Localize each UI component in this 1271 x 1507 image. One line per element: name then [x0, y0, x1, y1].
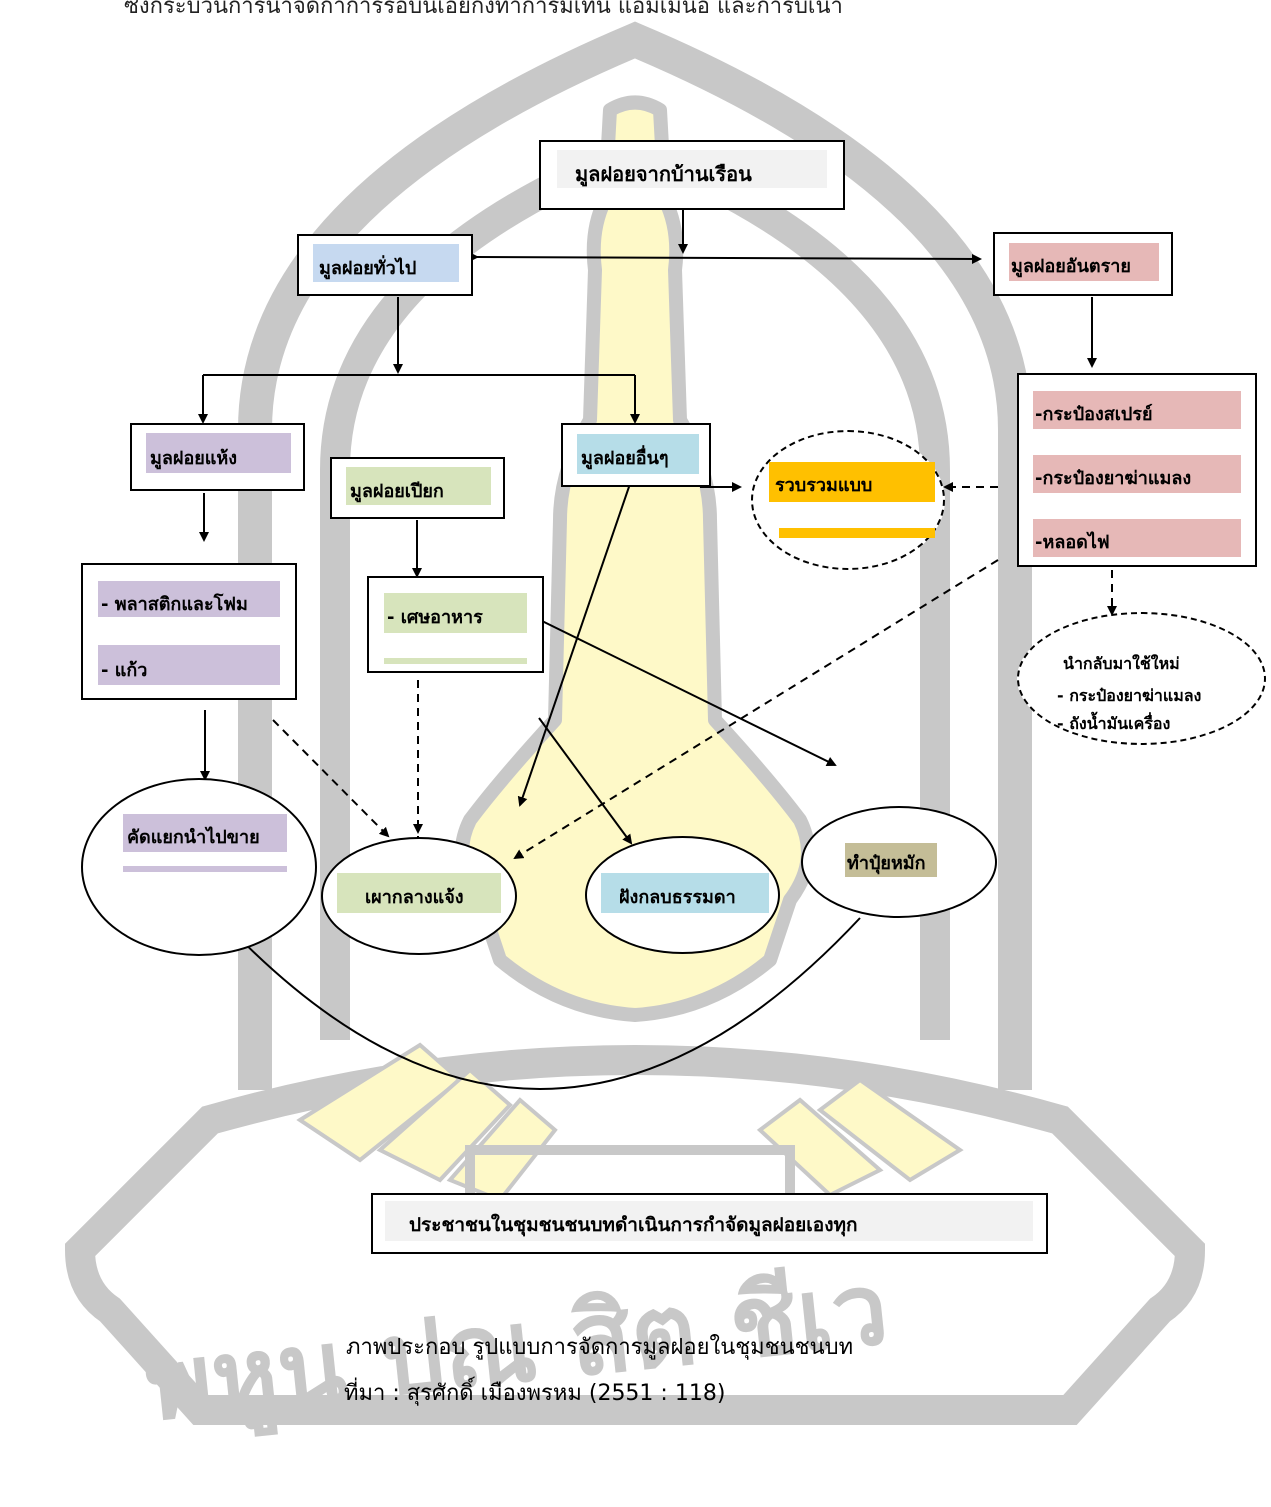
- wet-item-1: - เศษอาหาร: [387, 607, 483, 628]
- sell-ellipse: คัดแยกนำไปขาย: [81, 778, 317, 956]
- dry-items-box: - พลาสติกและโฟม - แก้ว: [81, 563, 297, 700]
- general-waste-box: มูลฝอยทั่วไป: [297, 234, 473, 296]
- hazard-item-1: -กระป๋องสเปรย์: [1035, 404, 1153, 425]
- collection-label: รวบรวมแบบ: [775, 475, 873, 496]
- other-waste-box: มูลฝอยอื่นๆ: [561, 423, 711, 487]
- dry-item-1: - พลาสติกและโฟม: [101, 594, 248, 615]
- dry-waste-label: มูลฝอยแห้ง: [150, 448, 238, 469]
- hazard-item-3: -หลอดไฟ: [1035, 532, 1110, 553]
- reuse-item-2: - ถังน้ำมันเครื่อง: [1057, 714, 1171, 733]
- burn-ellipse: เผากลางแจ้ง: [321, 837, 517, 955]
- caption-line-2: ที่มา : สุรศักดิ์ เมืองพรหม (2551 : 118): [344, 1381, 726, 1406]
- hazard-item-2: -กระป๋องยาฆ่าแมลง: [1035, 468, 1192, 489]
- general-waste-label: มูลฝอยทั่วไป: [319, 258, 417, 279]
- dry-waste-box: มูลฝอยแห้ง: [130, 423, 305, 491]
- collection-ellipse: รวบรวมแบบ: [751, 430, 945, 570]
- wet-items-box: - เศษอาหาร: [367, 576, 544, 673]
- household-waste-box: มูลฝอยจากบ้านเรือน: [539, 140, 845, 210]
- compost-label: ทำปุ๋ยหมัก: [847, 853, 926, 874]
- household-waste-label: มูลฝอยจากบ้านเรือน: [575, 162, 752, 186]
- wet-waste-box: มูลฝอยเปียก: [330, 457, 505, 519]
- hazardous-waste-label: มูลฝอยอันตราย: [1011, 256, 1131, 277]
- bottom-summary-box: ประชาชนในชุมชนชนบทดำเนินการกำจัดมูลฝอยเอ…: [371, 1193, 1048, 1254]
- dry-item-2: - แก้ว: [101, 660, 148, 681]
- wet-waste-label: มูลฝอยเปียก: [350, 481, 444, 502]
- reuse-ellipse: [1017, 612, 1266, 745]
- bury-ellipse: ฝังกลบธรรมดา: [585, 836, 780, 954]
- burn-label: เผากลางแจ้ง: [365, 887, 464, 908]
- header-cut-text: ซึ่งกระบวนการนำจัดกำการรอบนเอยกงทำการมเท…: [124, 0, 843, 19]
- hazardous-waste-box: มูลฝอยอันตราย: [993, 232, 1173, 296]
- other-waste-label: มูลฝอยอื่นๆ: [581, 448, 669, 469]
- reuse-item-1: - กระป๋องยาฆ่าแมลง: [1057, 686, 1202, 705]
- hazard-items-box: -กระป๋องสเปรย์ -กระป๋องยาฆ่าแมลง -หลอดไฟ: [1017, 373, 1257, 567]
- reuse-title-label: นำกลับมาใช้ใหม่: [1063, 654, 1180, 673]
- compost-ellipse: ทำปุ๋ยหมัก: [801, 806, 997, 918]
- caption-line-1: ภาพประกอบ รูปแบบการจัดการมูลฝอยในชุมชนชน…: [346, 1335, 854, 1360]
- bury-label: ฝังกลบธรรมดา: [619, 887, 736, 908]
- bottom-summary-label: ประชาชนในชุมชนชนบทดำเนินการกำจัดมูลฝอยเอ…: [409, 1214, 858, 1236]
- arrow-general-hazard: [468, 251, 982, 264]
- sell-label: คัดแยกนำไปขาย: [127, 827, 260, 848]
